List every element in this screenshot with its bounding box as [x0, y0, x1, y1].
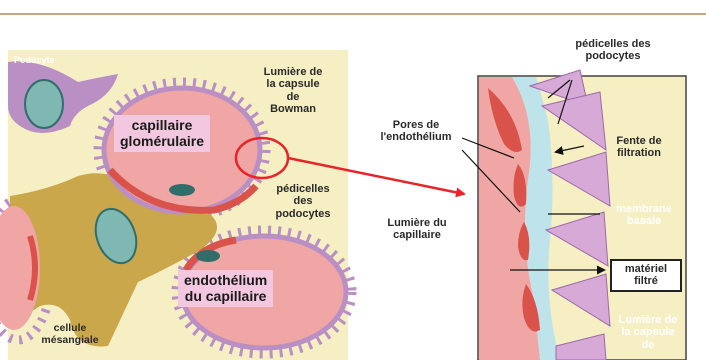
podocyte-nucleus	[25, 80, 63, 128]
label-pedicelles-podocytes-right: pédicelles des podocytes	[548, 38, 678, 63]
label-capillaire-glomerulaire: capillaire glomérulaire	[114, 115, 210, 152]
endothelial-nucleus	[169, 184, 195, 196]
label-lumiere-capsule-bowman: Lumière de la capsule de Bowman	[252, 66, 334, 115]
label-membrane-basale: membrane basale	[608, 203, 680, 228]
label-cellule-mesangiale: cellule mésangiale	[28, 323, 112, 347]
label-lumiere-capsule-right: Lumière de la capsule de	[610, 314, 686, 351]
endothelial-nucleus-bottom	[196, 250, 220, 262]
label-podocyte: Podocyte	[14, 55, 55, 65]
label-pores-endothelium: Pores de l'endothélium	[366, 119, 466, 144]
label-endothelium-capillaire: endothélium du capillaire	[178, 270, 273, 307]
label-lumiere-capillaire: Lumière du capillaire	[372, 217, 462, 242]
label-pedicelles-podocytes-left: pédicelles des podocytes	[258, 183, 348, 220]
label-fente-filtration: Fente de filtration	[602, 135, 676, 160]
label-materiel-filtre: matériel filtré	[610, 259, 682, 292]
